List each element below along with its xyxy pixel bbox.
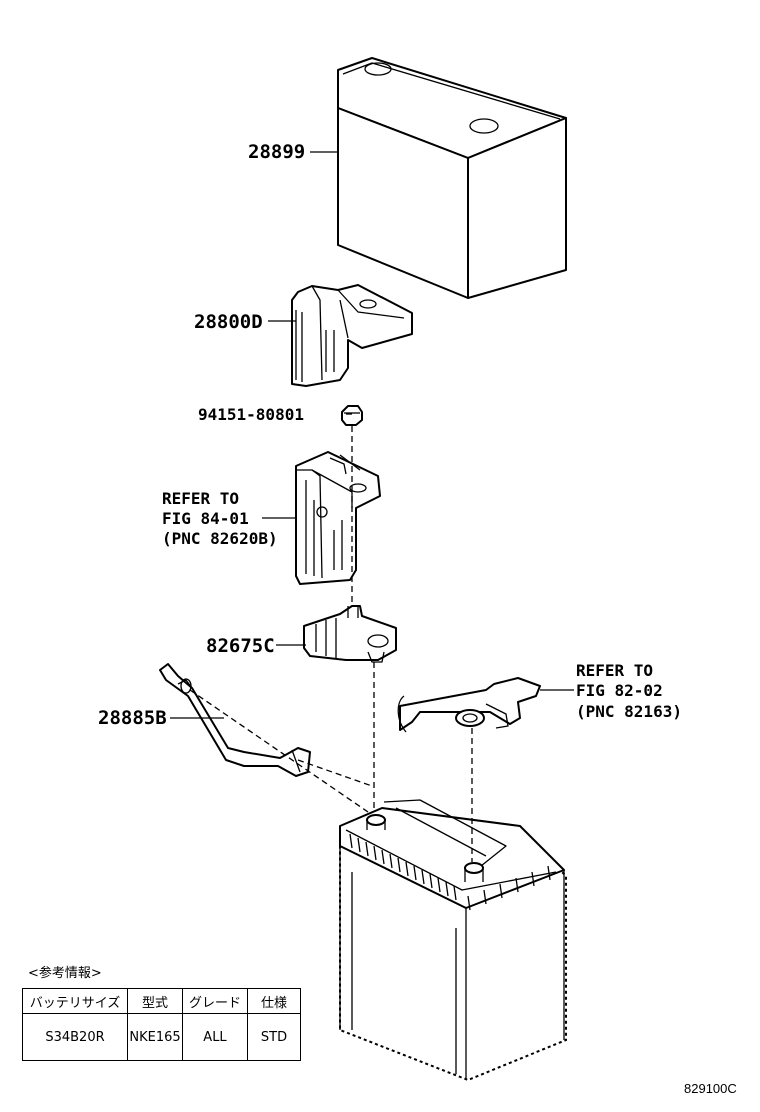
- terminal-part[interactable]: [303, 605, 397, 663]
- battery-cover-part[interactable]: [337, 57, 567, 299]
- terminal-part-number: 82675C: [206, 635, 275, 657]
- table-header-row: バッテリサイズ 型式 グレード 仕様: [22, 988, 301, 1014]
- positive-cable: [397, 677, 541, 733]
- cable-part-number: 28885B: [98, 707, 167, 729]
- cable-part[interactable]: [159, 663, 311, 777]
- table-row: S34B20R NKE165 ALL STD: [22, 1013, 301, 1061]
- cell-grade: ALL: [182, 1013, 248, 1061]
- cover-part-number: 28899: [248, 141, 305, 163]
- nut-part[interactable]: [341, 405, 363, 426]
- nut-part-number: 94151-80801: [198, 405, 304, 424]
- cell-spec: STD: [247, 1013, 301, 1061]
- reference-caption: <参考情報>: [28, 966, 102, 981]
- leader-lines: [170, 151, 574, 719]
- header-spec: 仕様: [247, 988, 301, 1014]
- cell-model: NKE165: [127, 1013, 183, 1061]
- reference-table: バッテリサイズ 型式 グレード 仕様 S34B20R NKE165 ALL ST…: [22, 988, 301, 1061]
- header-grade: グレード: [182, 988, 248, 1014]
- refer-a-line-2: FIG 84-01: [162, 509, 249, 528]
- refer-a-line-1: REFER TO: [162, 489, 239, 508]
- header-battery-size: バッテリサイズ: [22, 988, 128, 1014]
- refer-b-line-2: FIG 82-02: [576, 681, 663, 700]
- battery-body: [339, 799, 567, 1082]
- refer-a-line-3: (PNC 82620B): [162, 529, 278, 548]
- bracket-assembly: [295, 451, 381, 585]
- cell-battery-size: S34B20R: [22, 1013, 128, 1061]
- refer-b-line-3: (PNC 82163): [576, 702, 682, 721]
- assembly-guide-lines: [189, 426, 473, 862]
- refer-b-line-1: REFER TO: [576, 661, 653, 680]
- clamp-cover-part[interactable]: [291, 284, 413, 387]
- header-model: 型式: [127, 988, 183, 1014]
- figure-code: 829100C: [684, 1081, 737, 1096]
- clamp-cover-part-number: 28800D: [194, 311, 263, 333]
